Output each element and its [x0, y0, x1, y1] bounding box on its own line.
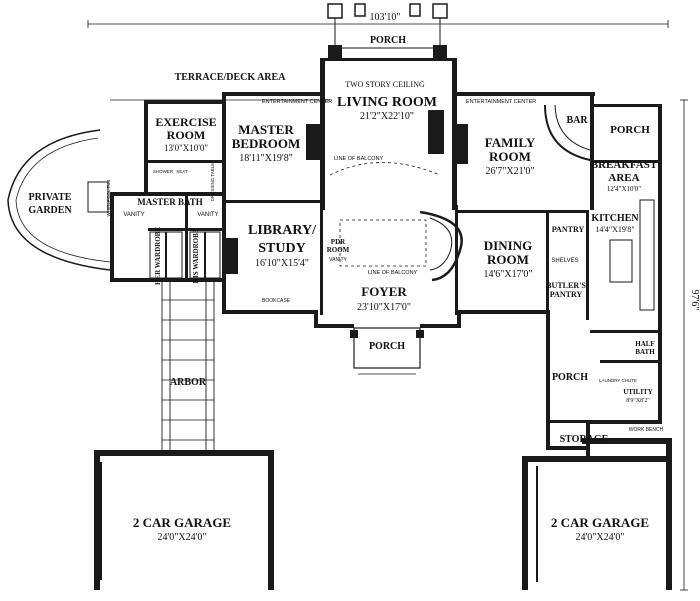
right-garage [522, 438, 672, 590]
whirlpool-label: WHIRLPOOL TUB [106, 179, 111, 216]
dining-room-label-1: DINING [484, 238, 532, 253]
balcony-line-top [329, 162, 441, 176]
half-bath-label-1: HALF [635, 340, 654, 348]
breakfast-area-dim: 12'4"X10'0" [607, 185, 641, 193]
master-fireplace [306, 124, 322, 160]
bar-counter [544, 104, 591, 161]
bar-label: BAR [566, 115, 588, 126]
dining-room-label-2: ROOM [487, 252, 529, 267]
pantry-label: PANTRY [552, 225, 585, 234]
dining-room-dim: 14'6"X17'0" [484, 269, 533, 280]
left-garage [94, 450, 274, 590]
vanity-right-label: VANITY [197, 212, 218, 218]
private-garden-label-1: PRIVATE [29, 192, 72, 203]
front-porch [350, 327, 424, 375]
line-of-balcony-bottom: LINE OF BALCONY [368, 270, 418, 276]
overall-width-label: 103'10" [370, 12, 401, 23]
family-fireplace [452, 124, 468, 164]
whirlpool-tub [87, 181, 109, 213]
master-bedroom-label-1: MASTER [238, 122, 294, 137]
dressing-table-label: DRESSING TABLE [210, 163, 215, 202]
right-garage-label: 2 CAR GARAGE [551, 515, 649, 530]
private-garden-wall [7, 129, 111, 271]
left-garage-dim: 24'0"X24'0" [158, 532, 207, 543]
butlers-pantry-label-2: PANTRY [550, 290, 583, 299]
his-wardrobe-label: HIS WARDROBE [192, 228, 200, 283]
living-ceiling-note: TWO STORY CEILING [345, 80, 425, 89]
top-porch-label: PORCH [370, 35, 406, 46]
library-label-2: STUDY [258, 241, 305, 256]
staircase-inner [429, 217, 453, 271]
exercise-room-label-2: ROOM [167, 128, 206, 142]
library-fireplace [224, 238, 238, 274]
entertainment-center-left: ENTERTAINMENT CENTER [262, 99, 332, 105]
terrace-label: TERRACE/DECK AREA [175, 72, 287, 83]
family-room-label-2: ROOM [489, 149, 531, 164]
foyer-dim: 23'10"X17'0" [357, 302, 411, 313]
vanity-left-label: VANITY [123, 212, 144, 218]
exercise-room-label-1: EXERCISE [155, 115, 216, 129]
front-porch-label: PORCH [369, 341, 405, 352]
porch-right-label: PORCH [610, 124, 650, 136]
living-fireplace [428, 110, 444, 154]
exercise-room-dim: 13'0"X10'0" [164, 143, 208, 153]
pdr-vanity-label: VANITY [329, 257, 347, 263]
family-room-label-1: FAMILY [485, 135, 536, 150]
shower-label: SHOWER [153, 169, 174, 174]
pdr-room-label-1: PDR [331, 238, 346, 246]
utility-dim: 8'9"X8'2" [626, 398, 650, 404]
balcony-line-bottom [339, 219, 427, 267]
private-garden-wall-inner [15, 137, 111, 263]
exterior-walls [110, 58, 662, 460]
master-bedroom-dim: 18'11"X19'8" [239, 153, 293, 164]
left-garage-label: 2 CAR GARAGE [133, 515, 231, 530]
kitchen-label: KITCHEN [591, 213, 639, 224]
work-bench-label: WORK BENCH [629, 427, 664, 433]
wardrobes [149, 231, 221, 279]
breakfast-area-label-1: BREAKFAST [591, 159, 658, 171]
arbor-label: ARBOR [170, 377, 207, 388]
library-label-1: LIBRARY/ [248, 223, 317, 238]
private-garden-label-2: GARDEN [28, 205, 72, 216]
foyer-label: FOYER [361, 284, 407, 299]
kitchen-counter [639, 199, 655, 311]
storage-label: STORAGE [560, 434, 609, 445]
library-dim: 16'10"X15'4" [255, 258, 309, 269]
kitchen-dim: 14'4"X19'8" [595, 225, 634, 234]
master-bedroom-label-2: BEDROOM [232, 136, 301, 151]
line-of-balcony-top: LINE OF BALCONY [334, 156, 384, 162]
bookcase-label: BOOKCASE [262, 298, 291, 304]
master-bath-label: MASTER BATH [137, 197, 203, 207]
family-room-dim: 26'7"X21'0" [486, 166, 535, 177]
top-porch: PORCH [327, 3, 448, 59]
living-room-label: LIVING ROOM [337, 95, 437, 110]
arbor [161, 282, 215, 450]
butlers-pantry-label-1: BUTLER'S [546, 281, 586, 290]
right-garage-dim: 24'0"X24'0" [576, 532, 625, 543]
overall-width-dimension: 103'10" [87, 12, 669, 28]
her-wardrobe-label: HER WARDROBE [154, 227, 162, 285]
breakfast-area-label-2: AREA [608, 172, 639, 184]
overall-depth-dimension: 97'6" [680, 99, 700, 591]
side-porch-label: PORCH [552, 372, 588, 383]
laundry-chute-label: LAUNDRY CHUTE [599, 378, 637, 383]
living-room-dim: 21'2"X22'10" [360, 111, 414, 122]
seat-label: SEAT [176, 169, 188, 174]
pdr-room-label-2: ROOM [327, 246, 350, 254]
shelves-label: SHELVES [551, 258, 578, 264]
bar-counter-inner [554, 104, 591, 151]
overall-depth-label: 97'6" [689, 290, 700, 311]
entertainment-center-right: ENTERTAINMENT CENTER [466, 99, 536, 105]
utility-label: UTILITY [623, 388, 653, 396]
kitchen-island [609, 239, 633, 283]
half-bath-label-2: BATH [635, 348, 655, 356]
curved-staircase [419, 210, 463, 282]
